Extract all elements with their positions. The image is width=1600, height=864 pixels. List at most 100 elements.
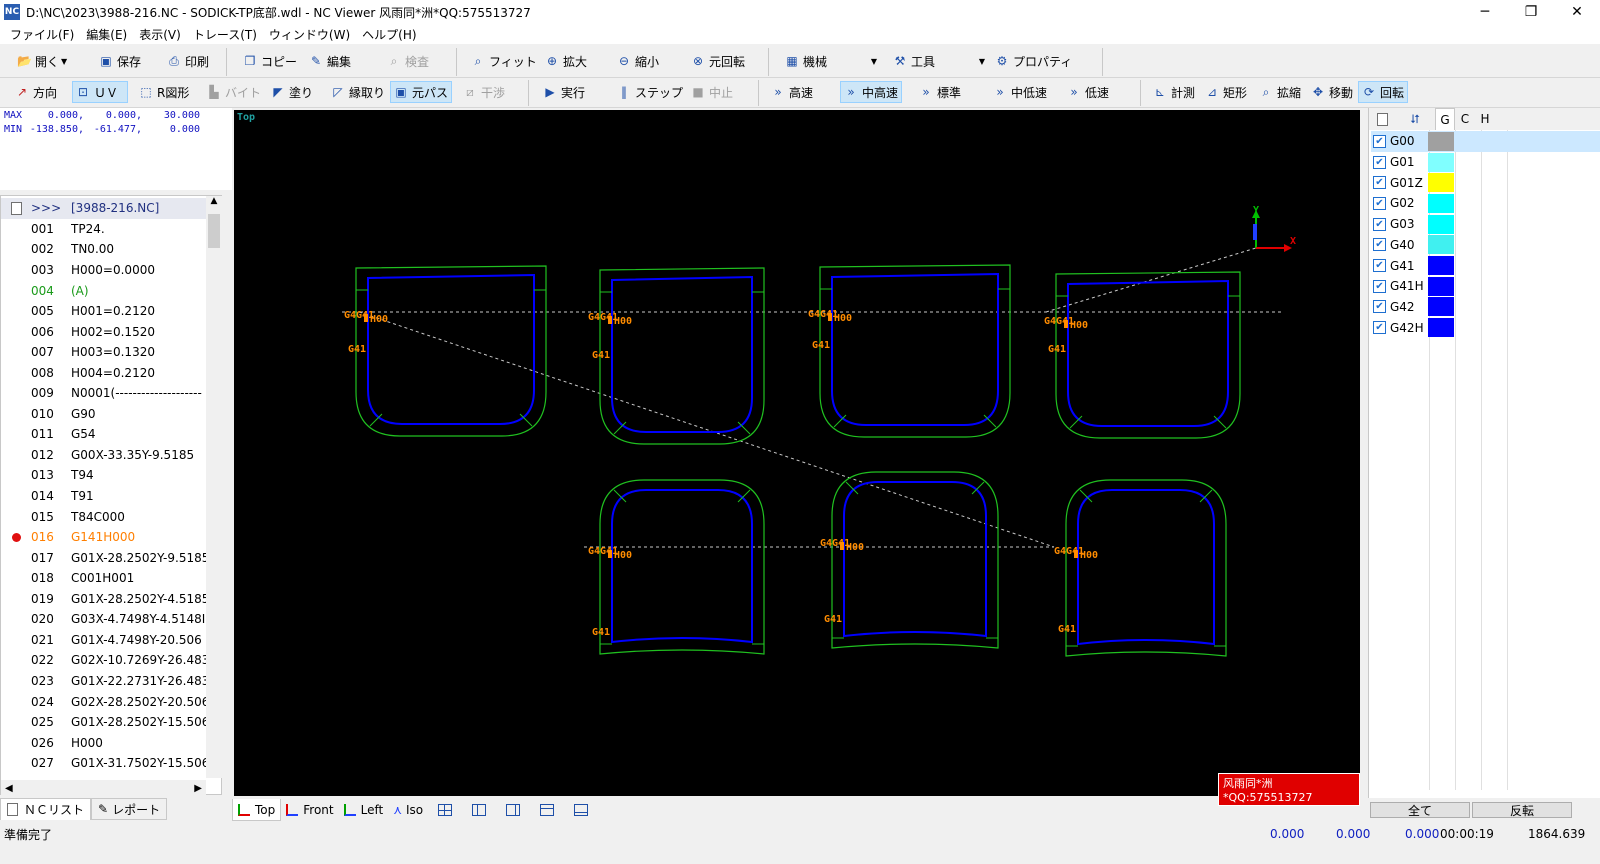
edit-button[interactable]: ✎編集 [306, 50, 354, 72]
inspect-button[interactable]: ⌕検査 [384, 50, 432, 72]
scroll-left-icon[interactable]: ◀ [5, 782, 13, 794]
color-swatch[interactable] [1428, 318, 1454, 338]
scroll-right-icon[interactable]: ▶ [194, 782, 202, 794]
nc-list-vertical-scrollbar[interactable]: ▲ [206, 196, 222, 778]
maximize-button[interactable]: ❐ [1524, 4, 1538, 20]
layout-left-split-icon[interactable] [472, 804, 487, 816]
menu-window[interactable]: ウィンドウ(W) [268, 27, 351, 42]
gcode-row[interactable]: ✔G02 [1371, 193, 1600, 214]
edge-button[interactable]: ◸縁取り [328, 81, 388, 103]
invert-selection-button[interactable]: 反転 [1472, 802, 1572, 818]
color-swatch[interactable] [1428, 297, 1454, 317]
color-swatch[interactable] [1428, 235, 1454, 255]
copy-button[interactable]: ❐コピー [240, 50, 300, 72]
tab-nc-list[interactable]: ＮＣリスト [0, 798, 92, 820]
nc-list-horizontal-scrollbar[interactable]: ◀▶ [1, 780, 206, 796]
reset-rotation-button[interactable]: ⊗元回転 [688, 50, 748, 72]
menu-help[interactable]: ヘルプ(H) [362, 27, 417, 42]
color-swatch[interactable] [1428, 173, 1454, 193]
color-swatch[interactable] [1428, 276, 1454, 296]
color-swatch[interactable] [1428, 152, 1454, 172]
scroll-up-icon[interactable]: ▲ [210, 196, 218, 206]
direction-button[interactable]: ↗方向 [12, 81, 60, 103]
checkbox[interactable]: ✔ [1373, 300, 1386, 314]
gcode-row[interactable]: ✔G01Z [1371, 172, 1600, 193]
zoom-out-button[interactable]: ⊖縮小 [614, 50, 662, 72]
stop-button[interactable]: ■中止 [688, 81, 736, 103]
checkbox[interactable]: ✔ [1373, 155, 1386, 169]
checkbox[interactable]: ✔ [1373, 134, 1386, 148]
low-speed-button[interactable]: »低速 [1064, 81, 1112, 103]
scrollbar-thumb[interactable] [208, 214, 220, 248]
open-button[interactable]: 📂開く▼ [14, 50, 70, 72]
tab-iso-view[interactable]: ⋏Iso [388, 799, 428, 821]
checkbox[interactable]: ✔ [1373, 321, 1386, 335]
nc-list-row[interactable]: 004(A) [1, 280, 206, 301]
color-swatch[interactable] [1428, 193, 1454, 213]
gcode-row[interactable]: ✔G00 [1371, 131, 1600, 152]
menu-edit[interactable]: 編集(E) [86, 27, 128, 42]
step-button[interactable]: ‖ステップ [614, 81, 686, 103]
mid-low-speed-button[interactable]: »中低速 [990, 81, 1050, 103]
menu-view[interactable]: 表示(V) [139, 27, 181, 42]
tab-g[interactable]: G [1435, 108, 1455, 130]
tab-top-view[interactable]: Top [232, 799, 282, 821]
tab-c[interactable]: C [1460, 112, 1470, 126]
properties-button[interactable]: ⚙プロパティ [992, 50, 1075, 72]
select-all-button[interactable]: 全て [1370, 802, 1470, 818]
color-swatch[interactable] [1428, 256, 1454, 276]
rectangle-button[interactable]: ⊿矩形 [1202, 81, 1250, 103]
close-button[interactable]: ✕ [1571, 4, 1583, 20]
bite-button[interactable]: ▙バイト [204, 81, 264, 103]
layout-bottom-split-icon[interactable] [574, 804, 589, 816]
gcode-row[interactable]: ✔G03 [1371, 214, 1600, 235]
fill-button[interactable]: ◤塗り [268, 81, 316, 103]
interference-button[interactable]: ⧄干渉 [460, 81, 508, 103]
checkbox[interactable]: ✔ [1373, 279, 1386, 293]
layout-right-split-icon[interactable] [506, 804, 521, 816]
gcode-row[interactable]: ✔G42 [1371, 297, 1600, 318]
uv-button[interactable]: ⊡ＵＶ [72, 81, 128, 103]
move-button[interactable]: ✥移動 [1308, 81, 1356, 103]
high-speed-button[interactable]: »高速 [768, 81, 816, 103]
minimize-button[interactable]: ─ [1480, 4, 1490, 20]
color-swatch[interactable] [1428, 214, 1454, 234]
gcode-row[interactable]: ✔G41 [1371, 255, 1600, 276]
tab-left-view[interactable]: Left [339, 799, 389, 821]
original-path-button[interactable]: ▣元パス [390, 81, 453, 103]
measure-button[interactable]: ⊾計測 [1150, 81, 1198, 103]
zoom-button[interactable]: ⌕拡縮 [1256, 81, 1304, 103]
axis-toggle-icon[interactable]: ⮃ [1410, 111, 1420, 126]
checkbox[interactable]: ✔ [1373, 217, 1386, 231]
rotate-button[interactable]: ⟳回転 [1358, 81, 1409, 103]
r-shape-button[interactable]: ⬚R図形 [136, 81, 192, 103]
mid-high-speed-button[interactable]: »中高速 [840, 81, 903, 103]
print-button[interactable]: ⎙印刷 [164, 50, 212, 72]
gcode-row[interactable]: ✔G01 [1371, 152, 1600, 173]
tools-dropdown[interactable]: ⚒工具▼ [890, 50, 988, 72]
zoom-in-button[interactable]: ⊕拡大 [542, 50, 590, 72]
fit-button[interactable]: ⌕フィット [468, 50, 540, 72]
menu-trace[interactable]: トレース(T) [192, 27, 257, 42]
